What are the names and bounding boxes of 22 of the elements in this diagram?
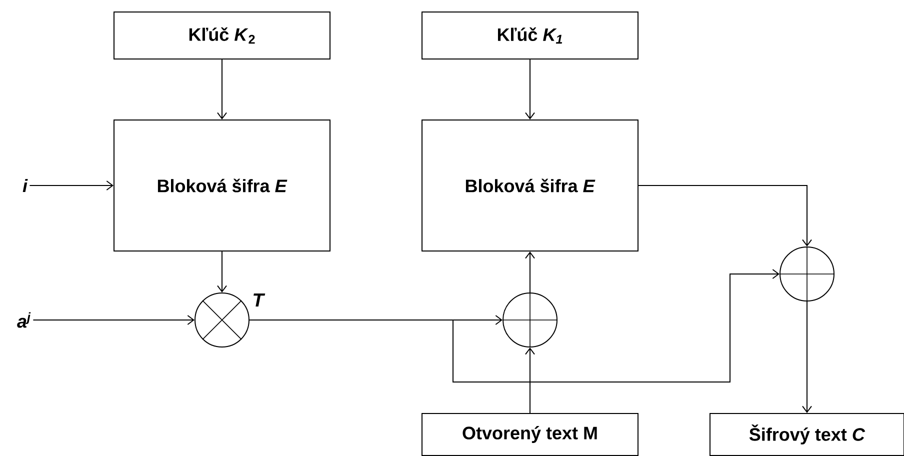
key-box: Kľúč K$_{2}$ — [114, 12, 330, 60]
block-cipher-box: Bloková šifra E — [114, 120, 330, 252]
plaintext-box: Otvorený text M — [422, 413, 638, 456]
block-cipher-box: Bloková šifra E — [422, 120, 638, 252]
key-box: Kľúč K$_{1}$ — [422, 12, 638, 60]
arrow — [525, 348, 535, 414]
arrow — [802, 301, 812, 413]
arrow — [32, 315, 194, 325]
input-label: a$^{j}$ — [17, 312, 31, 328]
arrow — [638, 185, 812, 246]
arrow — [525, 59, 535, 120]
xor-circle — [502, 292, 558, 348]
edge-label: T — [251, 292, 266, 308]
arrow — [29, 180, 114, 190]
multiply-circle — [194, 292, 250, 348]
arrow — [217, 251, 227, 292]
arrow — [217, 59, 227, 120]
ciphertext-box: Šifrový text C — [710, 413, 904, 456]
input-label: i — [22, 178, 28, 192]
xor-circle — [779, 246, 835, 302]
arrow — [249, 269, 780, 382]
arrow — [525, 252, 535, 293]
